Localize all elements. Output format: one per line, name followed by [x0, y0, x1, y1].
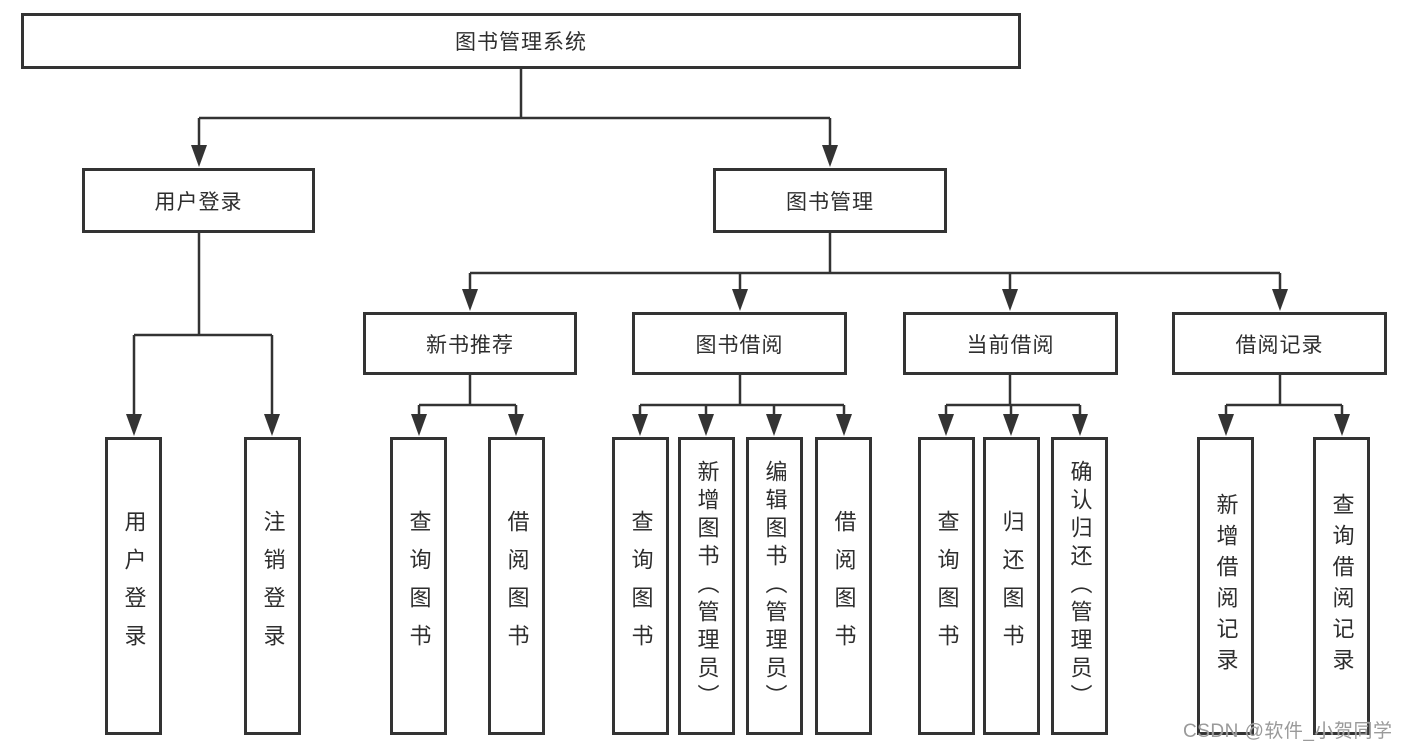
leaf-confirm-return-admin-label: 确认归还（管理员） — [1067, 460, 1093, 712]
leaf-query-books-borrow: 查询图书 — [612, 437, 669, 735]
node-borrow-records: 借阅记录 — [1172, 312, 1387, 375]
watermark: CSDN @软件_小贺同学 — [1183, 721, 1393, 742]
leaf-borrow-books: 借阅图书 — [815, 437, 872, 735]
node-root-label: 图书管理系统 — [455, 31, 587, 54]
node-user-login-label: 用户登录 — [154, 190, 243, 214]
leaf-return-books: 归还图书 — [983, 437, 1040, 735]
leaf-return-books-label: 归还图书 — [999, 510, 1025, 662]
leaf-confirm-return-admin: 确认归还（管理员） — [1051, 437, 1108, 735]
leaf-add-borrow-record-label: 新增借阅记录 — [1213, 493, 1239, 679]
leaf-user-login: 用户登录 — [105, 437, 162, 735]
leaf-borrow-books-recommend-label: 借阅图书 — [504, 510, 530, 662]
arrowheads — [126, 145, 1350, 436]
node-book-borrow-label: 图书借阅 — [695, 333, 784, 357]
node-new-book-recommend: 新书推荐 — [363, 312, 577, 375]
connector-paths — [132, 69, 1344, 417]
node-current-borrow: 当前借阅 — [903, 312, 1118, 375]
node-new-book-recommend-label: 新书推荐 — [426, 333, 514, 357]
leaf-query-books-recommend: 查询图书 — [390, 437, 447, 735]
leaf-query-borrow-record: 查询借阅记录 — [1313, 437, 1370, 735]
leaf-query-books-current: 查询图书 — [918, 437, 975, 735]
leaf-logout: 注销登录 — [244, 437, 301, 735]
leaf-query-books-recommend-label: 查询图书 — [406, 510, 432, 662]
leaf-borrow-books-recommend: 借阅图书 — [488, 437, 545, 735]
leaf-edit-books-admin-label: 编辑图书（管理员） — [762, 460, 788, 712]
node-user-login: 用户登录 — [82, 168, 315, 233]
node-current-borrow-label: 当前借阅 — [966, 333, 1055, 357]
leaf-logout-label: 注销登录 — [260, 510, 286, 662]
node-book-borrow: 图书借阅 — [632, 312, 847, 375]
leaf-user-login-label: 用户登录 — [121, 510, 147, 662]
leaf-add-books-admin-label: 新增图书（管理员） — [694, 460, 720, 712]
leaf-add-borrow-record: 新增借阅记录 — [1197, 437, 1254, 735]
leaf-query-books-borrow-label: 查询图书 — [628, 510, 654, 662]
node-book-management-label: 图书管理 — [786, 190, 874, 214]
leaf-edit-books-admin: 编辑图书（管理员） — [746, 437, 803, 735]
leaf-add-books-admin: 新增图书（管理员） — [678, 437, 735, 735]
leaf-borrow-books-label: 借阅图书 — [831, 510, 857, 662]
leaf-query-books-current-label: 查询图书 — [934, 510, 960, 662]
leaf-query-borrow-record-label: 查询借阅记录 — [1329, 493, 1355, 679]
node-borrow-records-label: 借阅记录 — [1235, 333, 1324, 357]
node-book-management: 图书管理 — [713, 168, 947, 233]
node-root: 图书管理系统 — [21, 13, 1021, 69]
